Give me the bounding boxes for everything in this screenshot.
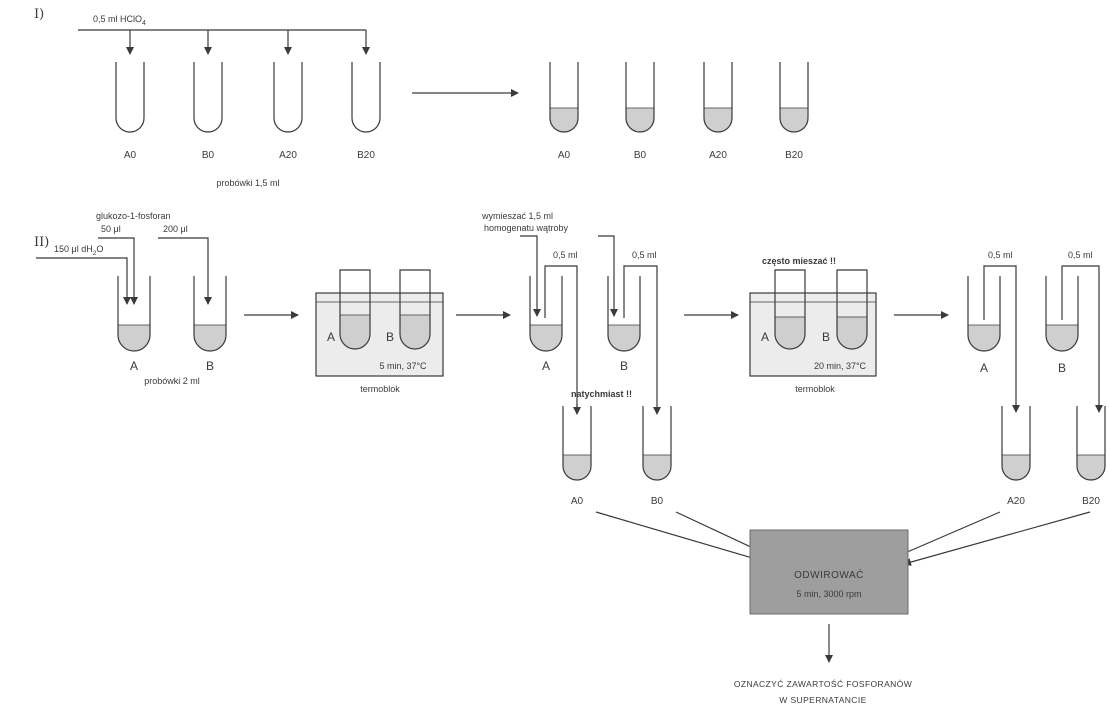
- tube-label: A20: [1007, 496, 1025, 507]
- mixing-arrows: [520, 235, 618, 317]
- transfer-volume-1: 0,5 ml: [553, 250, 578, 260]
- tube-labels-right: A0 B0 A20 B20: [558, 150, 803, 161]
- tubes-2ml-mixed: [529, 276, 641, 352]
- thermoblock-1-caption: termoblok: [360, 384, 400, 394]
- tube-empty-icon: [115, 62, 145, 133]
- transfer-lines-to-stop-2: [983, 265, 1103, 413]
- tube-2ml-icon: [607, 276, 641, 352]
- hclo4-dispense-arrows: [78, 29, 370, 55]
- bath2-label-B: B: [822, 330, 830, 344]
- thermoblock-2: A B 20 min, 37°C: [749, 269, 877, 377]
- section-label-1: I): [34, 7, 44, 22]
- tube-filled-icon: [562, 406, 592, 481]
- tube-filled-icon: [703, 62, 733, 133]
- stop-tubes-1: [562, 406, 672, 481]
- bath1-condition: 5 min, 37°C: [379, 361, 427, 371]
- tube-label: A20: [709, 150, 727, 161]
- tube-2ml-icon: [774, 269, 806, 350]
- tube-filled-icon: [625, 62, 655, 133]
- tube-2ml-icon: [1045, 276, 1079, 352]
- volume-200-label: 200 μl: [163, 224, 188, 234]
- tube-filled-icon: [549, 62, 579, 133]
- g1p-reagent-label: glukozo-1-fosforan: [96, 211, 171, 221]
- tubes-caption-2ml: probówki 2 ml: [144, 376, 200, 386]
- often-mix-note: często mieszać !!: [762, 256, 836, 266]
- tubes-caption-1-5ml: probówki 1,5 ml: [216, 178, 279, 188]
- reagent-hclo4-label: 0,5 ml HClO4: [93, 14, 146, 27]
- tube-2ml-icon: [117, 276, 151, 352]
- tube-label: B0: [202, 150, 215, 161]
- final-step-line2: W SUPERNATANCIE: [779, 695, 866, 705]
- tube-empty-icon: [273, 62, 303, 133]
- tube-empty-icon: [351, 62, 381, 133]
- initial-pipetting-arrows: [36, 237, 212, 305]
- immediately-note: natychmiast !!: [571, 389, 632, 399]
- tube-label-B: B: [206, 359, 214, 373]
- tube-label-B: B: [620, 359, 628, 373]
- filled-tubes-1-5ml: [549, 62, 809, 133]
- g1p-volume-label: 50 μl: [101, 224, 121, 234]
- tube-labels-left: A0 B0 A20 B20: [124, 150, 375, 161]
- thermoblock-1: A B 5 min, 37°C: [315, 269, 444, 377]
- tube-label: B0: [634, 150, 647, 161]
- tube-empty-icon: [193, 62, 223, 133]
- transfer-lines-to-stop: [544, 265, 661, 415]
- tube-2ml-icon: [836, 269, 868, 350]
- transfer-volume-3: 0,5 ml: [988, 250, 1013, 260]
- stop-tubes-2: [1001, 406, 1106, 481]
- tube-2ml-icon: [529, 276, 563, 352]
- tubes-2ml-incubated: [967, 276, 1079, 352]
- tube-2ml-icon: [193, 276, 227, 352]
- bath2-label-A: A: [761, 330, 769, 344]
- centrifuge-title: ODWIROWAĆ: [794, 568, 864, 581]
- thermoblock-2-caption: termoblok: [795, 384, 835, 394]
- tube-label-A: A: [980, 361, 988, 375]
- tube-filled-icon: [1076, 406, 1106, 481]
- tube-filled-icon: [1001, 406, 1031, 481]
- empty-tubes-1-5ml: [115, 62, 381, 133]
- tube-label: A20: [279, 150, 297, 161]
- tube-filled-icon: [642, 406, 672, 481]
- water-reagent-label: 150 μl dH2O: [54, 244, 103, 257]
- bath2-condition: 20 min, 37°C: [814, 361, 867, 371]
- tube-label-A: A: [130, 359, 138, 373]
- mix-instruction-line2: homogenatu wątroby: [484, 223, 569, 233]
- tube-label: A0: [124, 150, 137, 161]
- tubes-2ml-initial: [117, 276, 227, 352]
- bath1-label-A: A: [327, 330, 335, 344]
- centrifuge-condition: 5 min, 3000 rpm: [796, 589, 861, 599]
- tube-label: B20: [785, 150, 803, 161]
- centrifuge-box: ODWIROWAĆ 5 min, 3000 rpm: [749, 529, 909, 615]
- final-step-line1: OZNACZYĆ ZAWARTOŚĆ FOSFORANÓW: [734, 678, 912, 689]
- tube-label: B20: [1082, 496, 1100, 507]
- tube-label: A0: [558, 150, 571, 161]
- transfer-volume-4: 0,5 ml: [1068, 250, 1093, 260]
- tube-2ml-icon: [399, 269, 431, 350]
- tube-2ml-icon: [967, 276, 1001, 352]
- transfer-volume-2: 0,5 ml: [632, 250, 657, 260]
- tube-label-B: B: [1058, 361, 1066, 375]
- bath1-label-B: B: [386, 330, 394, 344]
- tube-2ml-icon: [339, 269, 371, 350]
- mix-instruction-line1: wymieszać 1,5 ml: [481, 211, 553, 221]
- tube-label: B0: [651, 496, 664, 507]
- tube-filled-icon: [779, 62, 809, 133]
- section-label-2: II): [34, 235, 49, 250]
- tube-label: B20: [357, 150, 375, 161]
- tube-label-A: A: [542, 359, 550, 373]
- tube-label: A0: [571, 496, 584, 507]
